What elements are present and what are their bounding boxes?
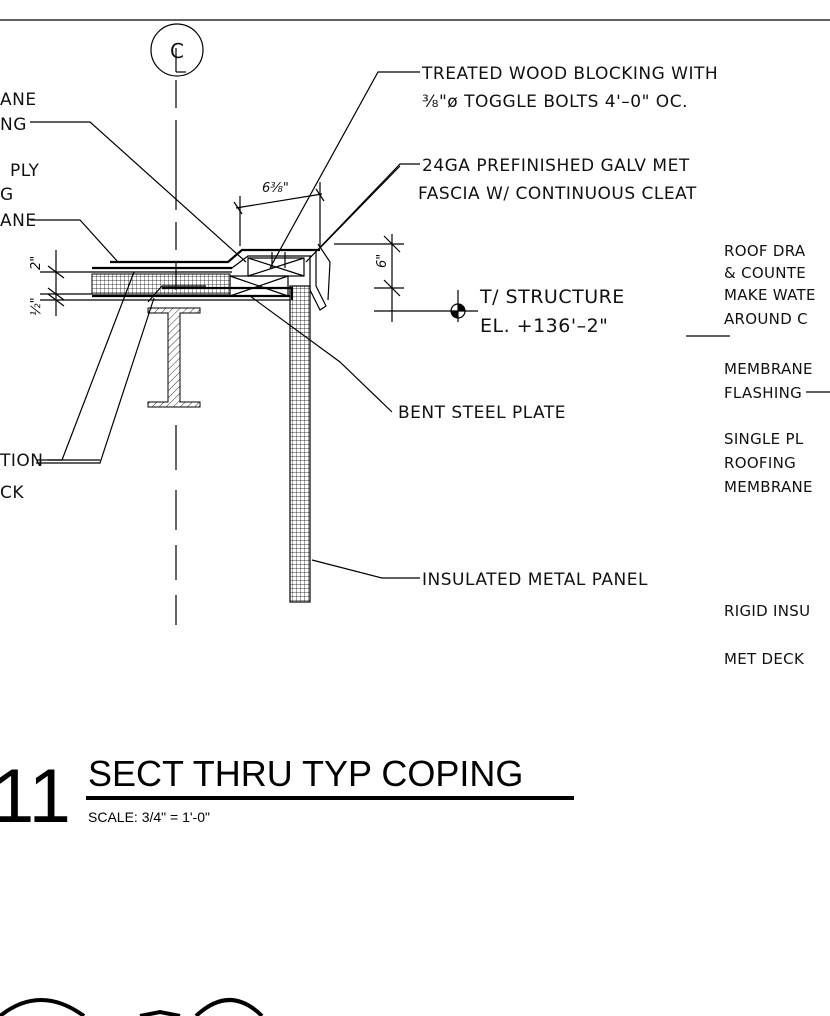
- right-label-2: & COUNTE: [724, 264, 806, 282]
- dim-height-left-text-1: 2": [29, 256, 44, 270]
- left-label-7: CK: [0, 483, 24, 503]
- dim-height-right-text: 6": [375, 254, 390, 268]
- left-label-1: ANE: [0, 90, 37, 110]
- left-label-4: G: [0, 185, 14, 205]
- right-label-11: MET DECK: [724, 650, 805, 668]
- dim-width-text: 6⅜": [262, 181, 289, 196]
- label-treated-wood-2: ⅜"ø TOGGLE BOLTS 4'–0" OC.: [422, 92, 688, 112]
- detail-title-text: SECT THRU TYP COPING: [88, 753, 523, 794]
- label-metal-panel: INSULATED METAL PANEL: [422, 570, 648, 590]
- left-label-2: NG: [0, 115, 27, 135]
- dimension-width: 6⅜": [233, 181, 325, 246]
- bottom-partial-shapes: [0, 998, 264, 1016]
- dim-height-left-text-2: ½": [29, 297, 44, 316]
- structure-label-2: EL. +136'–2": [480, 315, 608, 337]
- left-label-5: ANE: [0, 211, 37, 231]
- right-label-3: MAKE WATE: [724, 286, 816, 304]
- right-label-5: MEMBRANE: [724, 360, 813, 378]
- right-label-4: AROUND C: [724, 310, 808, 328]
- detail-scale: SCALE: 3/4" = 1'-0": [88, 809, 210, 825]
- dimension-height-right: 6": [334, 234, 404, 322]
- dimension-height-left: 2" ½": [29, 250, 92, 316]
- centerline-symbol-c: C: [170, 39, 184, 63]
- steel-beam: [147, 285, 206, 408]
- left-label-3: PLY: [10, 161, 39, 181]
- label-treated-wood-1: TREATED WOOD BLOCKING WITH: [421, 64, 718, 84]
- right-label-8: ROOFING: [724, 454, 796, 472]
- right-label-10: RIGID INSU: [724, 602, 810, 620]
- detail-title: 11 SECT THRU TYP COPING SCALE: 3/4" = 1'…: [0, 753, 574, 839]
- right-label-7: SINGLE PL: [724, 430, 804, 448]
- right-label-6: FLASHING: [724, 384, 802, 402]
- label-bent-plate: BENT STEEL PLATE: [398, 403, 566, 423]
- left-label-6: TION: [0, 451, 44, 471]
- centerline: C: [150, 23, 204, 625]
- structure-label-1: T/ STRUCTURE: [479, 286, 625, 308]
- detail-number: 11: [0, 754, 71, 839]
- label-fascia-2: FASCIA W/ CONTINUOUS CLEAT: [418, 184, 697, 204]
- structure-marker: T/ STRUCTURE EL. +136'–2": [374, 286, 625, 337]
- right-label-1: ROOF DRA: [724, 242, 806, 260]
- label-fascia-1: 24GA PREFINISHED GALV MET: [422, 156, 690, 176]
- insulated-metal-panel: [289, 285, 311, 603]
- right-label-9: MEMBRANE: [724, 478, 813, 496]
- leader-lines: [30, 71, 730, 579]
